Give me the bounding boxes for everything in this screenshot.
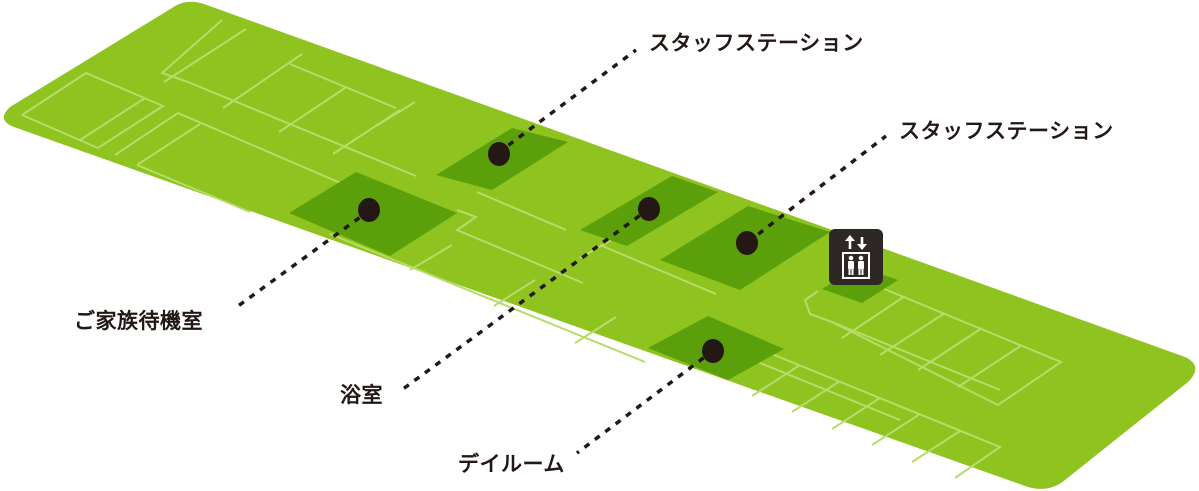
- floor-slab: [3, 1, 1196, 489]
- label-staff-station-1: スタッフステーション: [649, 31, 864, 55]
- marker-bathroom[interactable]: [638, 197, 660, 221]
- people-icon: [848, 255, 864, 275]
- up-down-arrows-icon: [845, 235, 867, 250]
- leader-lines: [232, 48, 888, 455]
- leader-staff-station-2: [746, 134, 888, 244]
- leader-staff-station-1: [496, 48, 638, 155]
- label-bathroom: 浴室: [340, 383, 383, 407]
- marker-staff-station-2[interactable]: [736, 231, 758, 255]
- leader-day-room: [575, 348, 716, 455]
- label-family-waiting-room: ご家族待機室: [74, 309, 203, 333]
- marker-family-waiting[interactable]: [358, 198, 380, 222]
- elevator-icon: [829, 229, 883, 285]
- label-day-room: デイルーム: [458, 452, 565, 476]
- marker-staff-station-1[interactable]: [488, 142, 510, 166]
- room-lines: [21, 19, 1064, 479]
- label-staff-station-2: スタッフステーション: [899, 119, 1114, 143]
- markers: [358, 142, 758, 363]
- marker-day-room[interactable]: [702, 339, 724, 363]
- leader-family-waiting: [232, 208, 372, 311]
